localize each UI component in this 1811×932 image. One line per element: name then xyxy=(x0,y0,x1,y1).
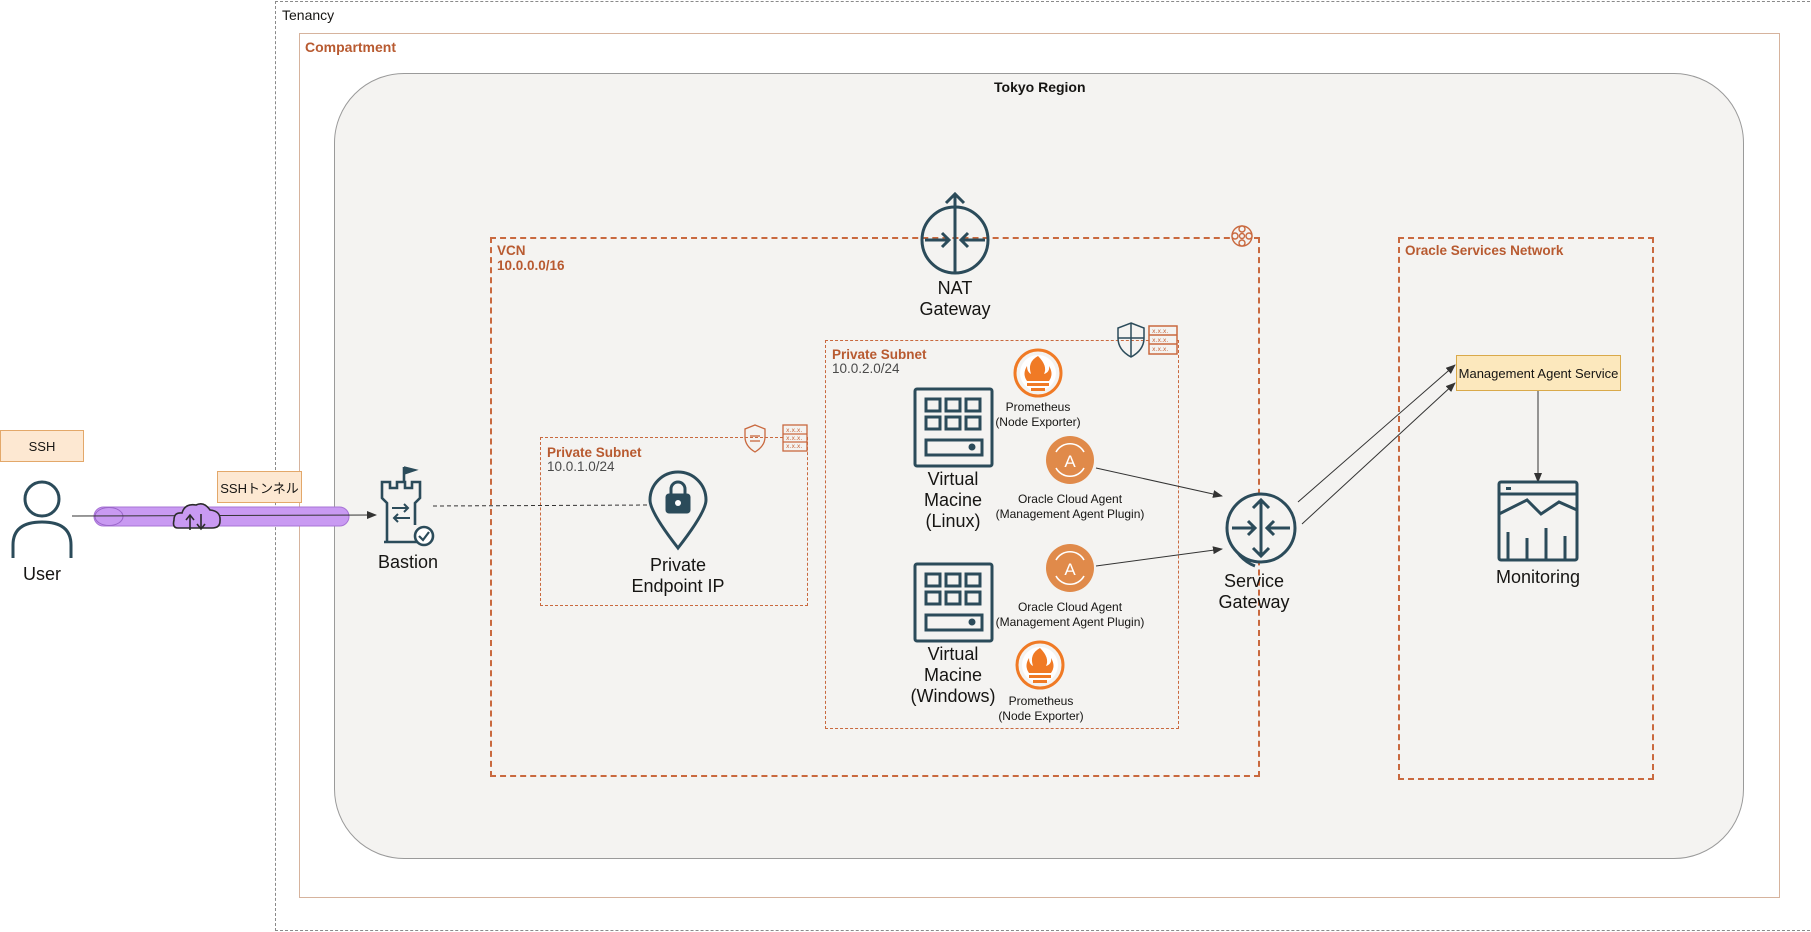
svg-text:x.x.x.: x.x.x. xyxy=(1152,337,1168,344)
ssh-tunnel xyxy=(93,506,350,527)
router-icon-service-gateway xyxy=(1225,492,1297,568)
connector-agent-top-sgw xyxy=(1095,467,1223,498)
vcn-label: VCN xyxy=(497,243,526,258)
connector-bastion-endpoint xyxy=(432,504,653,507)
agent-top-label: Oracle Cloud Agent (Management Agent Plu… xyxy=(995,492,1145,521)
agent-bottom-label: Oracle Cloud Agent (Management Agent Plu… xyxy=(995,600,1145,629)
nat-gateway-label: NAT Gateway xyxy=(919,278,991,319)
vm-linux-label: Virtual Macine (Linux) xyxy=(923,469,983,531)
subnet2-cidr: 10.0.2.0/24 xyxy=(832,361,900,376)
location-lock-icon xyxy=(648,470,708,551)
agent-icon-bottom: A xyxy=(1046,544,1094,592)
security-list-icon-subnet1: x.x.x. x.x.x. x.x.x. xyxy=(744,424,808,453)
vm-icon-windows xyxy=(913,562,994,643)
connector-agent-bottom-sgw xyxy=(1095,546,1223,567)
user-label: User xyxy=(22,564,62,584)
svg-text:A: A xyxy=(1064,560,1076,579)
subnet1-label: Private Subnet xyxy=(547,445,642,460)
svg-text:x.x.x.: x.x.x. xyxy=(1152,328,1168,335)
ssh-note: SSH xyxy=(0,430,84,462)
svg-text:x.x.x.: x.x.x. xyxy=(786,427,802,434)
osn-label: Oracle Services Network xyxy=(1405,243,1564,258)
prometheus-icon-top xyxy=(1013,348,1063,398)
vcn-cidr: 10.0.0.0/16 xyxy=(497,258,565,273)
service-gateway-label: Service Gateway xyxy=(1218,571,1290,612)
tenancy-label: Tenancy xyxy=(282,7,335,23)
compartment-label: Compartment xyxy=(305,39,397,55)
subnet1-cidr: 10.0.1.0/24 xyxy=(547,459,615,474)
monitoring-label: Monitoring xyxy=(1495,567,1581,587)
agent-icon-top: A xyxy=(1046,436,1094,484)
prometheus-top-label: Prometheus (Node Exporter) xyxy=(995,400,1081,429)
svg-text:x.x.x.: x.x.x. xyxy=(1152,346,1168,353)
router-icon-nat xyxy=(920,191,990,275)
tenancy-container xyxy=(275,1,1811,931)
user-icon xyxy=(11,480,73,558)
subnet2-label: Private Subnet xyxy=(832,347,927,362)
security-list-icon-subnet2: x.x.x. x.x.x. x.x.x. xyxy=(1117,322,1178,358)
svg-text:A: A xyxy=(1064,452,1076,471)
bastion-label: Bastion xyxy=(377,552,439,572)
connector-sgw-mas-2 xyxy=(1301,382,1456,525)
region-label: Tokyo Region xyxy=(994,79,1086,95)
monitoring-icon xyxy=(1497,480,1579,562)
compartment-container xyxy=(299,33,1780,898)
oracle-services-network-container xyxy=(1398,237,1654,780)
connector-sgw-mas-1 xyxy=(1297,364,1456,503)
cloud-transfer-icon xyxy=(172,503,221,531)
vm-icon-linux xyxy=(913,387,994,468)
vm-windows-label: Virtual Macine (Windows) xyxy=(910,644,996,706)
bastion-icon xyxy=(380,466,435,547)
svg-text:x.x.x.: x.x.x. xyxy=(786,443,802,450)
prometheus-icon-bottom xyxy=(1015,640,1065,690)
vcn-icon xyxy=(1231,225,1253,247)
private-endpoint-label: Private Endpoint IP xyxy=(631,555,725,596)
connector-user-bastion xyxy=(71,511,377,520)
private-subnet-1-container xyxy=(540,437,808,606)
private-subnet-2-container xyxy=(825,340,1179,729)
ssh-tunnel-note: SSHトンネル xyxy=(217,471,302,503)
svg-text:x.x.x.: x.x.x. xyxy=(786,435,802,442)
prometheus-bottom-label: Prometheus (Node Exporter) xyxy=(998,694,1084,723)
management-agent-service-box: Management Agent Service xyxy=(1456,355,1621,391)
